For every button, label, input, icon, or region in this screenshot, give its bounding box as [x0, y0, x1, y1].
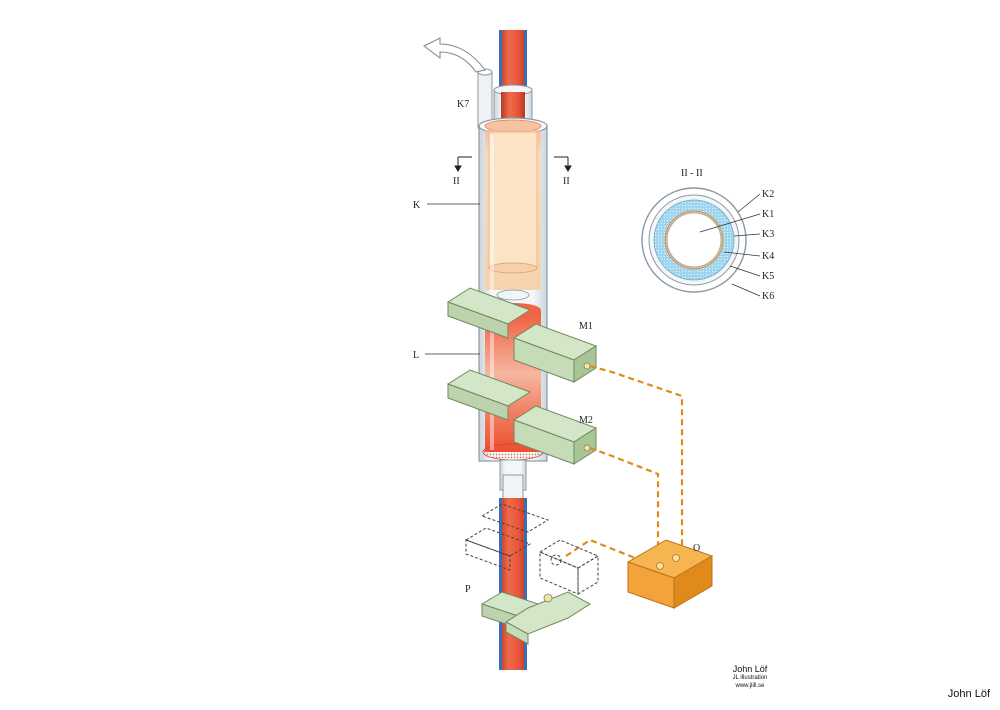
label-o: O: [693, 543, 700, 554]
label-k6: K6: [762, 291, 774, 302]
signature-name: John Löf: [732, 664, 768, 674]
control-box-o: [626, 539, 714, 609]
signature-subtitle: JL illustration: [732, 675, 768, 681]
label-m2: M2: [579, 415, 593, 426]
label-m1: M1: [579, 321, 593, 332]
label-k: K: [413, 200, 421, 211]
clamp-m1-right: [512, 323, 598, 383]
cross-section: [641, 187, 747, 293]
lower-neck: [499, 459, 527, 500]
label-section-left: II: [453, 176, 460, 187]
clamp-p: [480, 591, 591, 645]
clamp-m1-left: [446, 287, 532, 339]
clamp-p-ghost: [464, 503, 600, 595]
clamp-m2-left: [446, 369, 532, 421]
section-leaders: [699, 193, 761, 297]
label-k5: K5: [762, 271, 774, 282]
wires: [565, 364, 684, 562]
signature-url: www.jlill.se: [735, 683, 765, 689]
leader-lines: [425, 203, 480, 355]
section-title: II - II: [681, 168, 703, 179]
label-section-right: II: [563, 176, 570, 187]
label-k3: K3: [762, 229, 774, 240]
label-l: L: [413, 350, 419, 361]
section-marker-left: [454, 156, 472, 172]
label-k4: K4: [762, 251, 774, 262]
label-k2: K2: [762, 189, 774, 200]
clamp-m2-right: [512, 405, 598, 465]
exhaust-arrow: [423, 37, 486, 73]
label-k1: K1: [762, 209, 774, 220]
label-p: P: [465, 584, 471, 595]
section-marker-right: [554, 156, 572, 172]
label-k7: K7: [457, 99, 469, 110]
k7-vent-pipe: [477, 68, 493, 129]
corner-credit: John Löf: [947, 688, 990, 700]
main-tube: [478, 117, 548, 462]
